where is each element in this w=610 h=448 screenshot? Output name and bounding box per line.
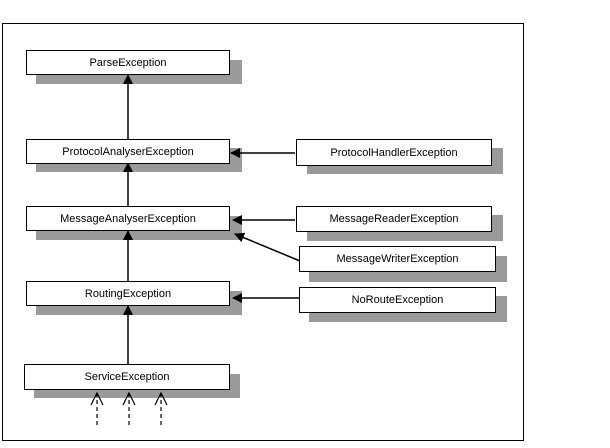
- arrow-message-writer-to-message-analyser: [234, 232, 301, 262]
- parse-exception-box: ParseException: [26, 50, 230, 75]
- protocol-analyser-exception-box: ProtocolAnalyserException: [26, 139, 230, 164]
- open-arrowhead-2: [122, 391, 136, 406]
- service-exception-box: ServiceException: [24, 364, 230, 390]
- dashed-subclass-arrows: [90, 391, 168, 425]
- open-arrowhead-3: [154, 391, 168, 406]
- message-analyser-exception-box: MessageAnalyserException: [26, 206, 230, 231]
- message-writer-exception-box: MessageWriterException: [299, 246, 496, 272]
- protocol-handler-exception-box: ProtocolHandlerException: [296, 139, 492, 166]
- open-arrowhead-1: [90, 391, 104, 406]
- routing-exception-box: RoutingException: [26, 281, 230, 306]
- message-reader-exception-box: MessageReaderException: [296, 206, 492, 232]
- no-route-exception-box: NoRouteException: [299, 287, 496, 313]
